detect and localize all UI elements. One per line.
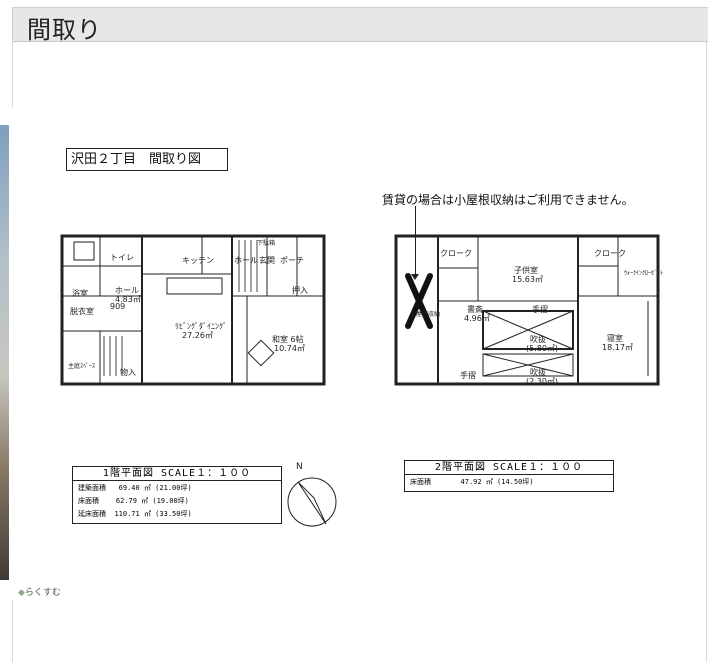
floor1-row: 建築面積 69.40 ㎡ (21.00坪) <box>78 483 192 493</box>
row-tsubo: (33.50坪) <box>155 510 192 518</box>
room-kids-area: 15.63㎡ <box>512 275 543 284</box>
room-bedroom: 寝室 <box>607 334 623 343</box>
room-utility: 主庭ｽﾍﾟｰｽ <box>68 363 96 370</box>
floor1-area-table: 1階平面図 SCALE１：１００ <box>72 466 282 524</box>
room-shoes: 下駄箱 <box>257 240 276 247</box>
floor1-row: 床面積 62.79 ㎡ (19.00坪) <box>78 496 189 506</box>
row-label: 建築面積 <box>78 484 106 492</box>
brand-logo: ◆らくすむ <box>18 585 61 598</box>
rental-note: 賃貸の場合は小屋根収納はご利用できません。 <box>382 193 634 207</box>
row-label: 床面積 <box>410 478 431 486</box>
room-entrance: 玄関 <box>259 256 275 265</box>
floor1-heading: 1階平面図 SCALE１：１００ <box>73 467 281 481</box>
room-bath: 浴室 <box>72 289 88 298</box>
row-unit: ㎡ <box>485 478 493 486</box>
room-fukinuke2-area: (2.30㎡) <box>526 377 559 386</box>
floor1-plan <box>60 234 326 386</box>
room-storage: 物入 <box>120 368 136 377</box>
row-label: 床面積 <box>78 497 99 505</box>
row-label: 延床面積 <box>78 510 106 518</box>
row-value: 47.92 <box>460 478 482 486</box>
frame-right-border <box>706 40 707 662</box>
floor-plan-image: 沢田２丁目 間取り図 賃貸の場合は小屋根収納はご利用できません。 <box>12 108 694 600</box>
room-hall2: ホール <box>115 286 139 295</box>
room-fukinuke2: 吹抜 <box>530 368 546 377</box>
floor2-area-table: 2階平面図 SCALE１：１００ <box>404 460 614 492</box>
adjacent-photo-edge <box>0 125 9 580</box>
floor2-row: 床面積 47.92 ㎡ (14.50坪) <box>410 477 534 487</box>
room-storage2: 押入 <box>292 286 308 295</box>
row-tsubo: (21.00坪) <box>155 484 192 492</box>
row-unit: ㎡ <box>143 484 151 492</box>
logo-text: らくすむ <box>24 588 61 598</box>
plan-title: 沢田２丁目 間取り図 <box>66 148 228 171</box>
room-study: 書斎 <box>467 305 483 314</box>
note-arrow-head <box>411 274 419 280</box>
wall-dim: 909 <box>110 302 126 311</box>
room-wic: ｳｫｰｸｲﾝｸﾛｰｾﾞｯﾄ <box>624 270 664 277</box>
room-washitsu: 和室 6帖 <box>272 335 304 344</box>
room-kitchen: キッチン <box>182 256 214 265</box>
page-title: 間取り <box>27 16 102 44</box>
title-bar: 間取り <box>12 7 708 44</box>
room-ldk: ﾘﾋﾞﾝｸﾞﾀﾞｲﾆﾝｸﾞ <box>175 322 227 331</box>
floor1-row: 延床面積 110.71 ㎡ (33.50坪) <box>78 509 192 519</box>
room-washitsu-area: 10.74㎡ <box>274 344 305 353</box>
room-fukinuke1: 吹抜 <box>530 335 546 344</box>
row-tsubo: (19.00坪) <box>152 497 189 505</box>
room-dressing: 脱衣室 <box>70 307 94 316</box>
row-value: 69.40 <box>118 484 140 492</box>
room-study-area: 4.96㎡ <box>464 314 490 323</box>
room-closet1: クローク <box>440 249 472 258</box>
row-tsubo: (14.50坪) <box>497 478 534 486</box>
room-handrail1: 手摺 <box>532 305 548 314</box>
floor2-plan <box>394 234 660 386</box>
compass-icon <box>287 477 337 527</box>
row-value: 110.71 <box>114 510 140 518</box>
room-attic: 小屋根収納 <box>410 311 441 318</box>
room-ldk-area: 27.26㎡ <box>182 331 213 340</box>
room-handrail2: 手摺 <box>460 371 476 380</box>
room-bedroom-area: 18.17㎡ <box>602 343 633 352</box>
row-value: 62.79 <box>115 497 137 505</box>
room-porch: ポーチ <box>280 256 304 265</box>
row-unit: ㎡ <box>141 497 149 505</box>
room-hall: ホール <box>234 256 258 265</box>
room-fukinuke1-area: (5.80㎡) <box>526 344 559 353</box>
room-toilet: トイレ <box>110 253 134 262</box>
floor2-heading: 2階平面図 SCALE１：１００ <box>405 461 613 475</box>
row-unit: ㎡ <box>143 510 151 518</box>
note-arrow <box>415 206 416 278</box>
room-hall2-area: 4.83㎡ <box>115 295 141 304</box>
compass-north: N <box>296 462 303 472</box>
room-closet2: クローク <box>594 249 626 258</box>
room-kids: 子供室 <box>514 266 538 275</box>
logo-mark-icon: ◆ <box>18 588 25 598</box>
